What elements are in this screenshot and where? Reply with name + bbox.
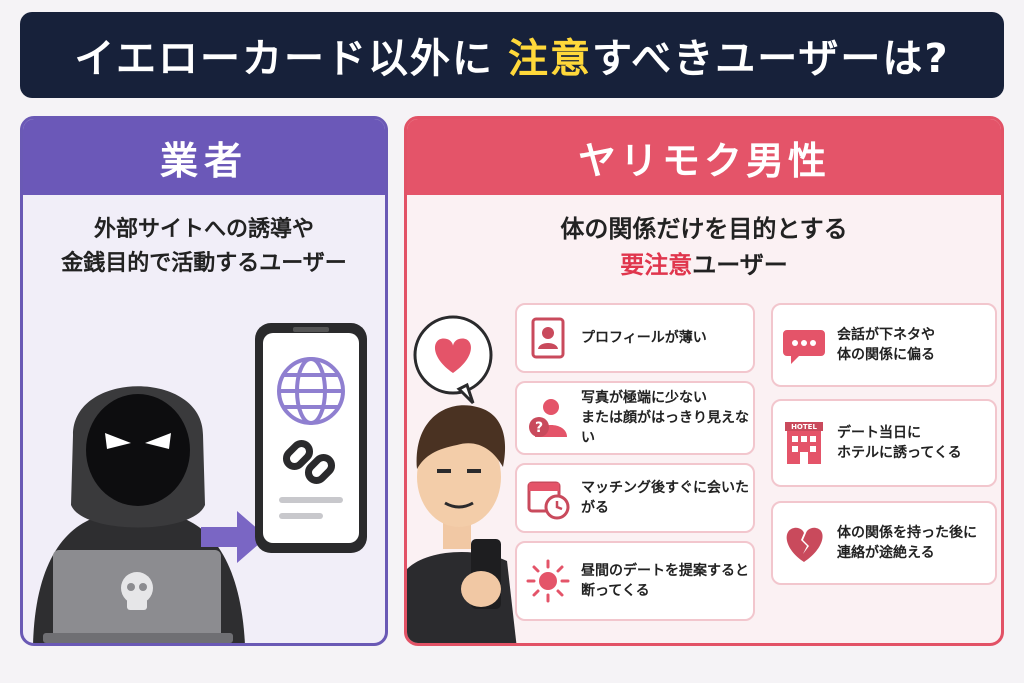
left-description: 外部サイトへの誘導や 金銭目的で活動するユーザー [23, 213, 385, 281]
hotel-icon: HOTEL [785, 422, 823, 464]
warning-card: ? 写真が極端に少ない または顔がはっきり見えない [515, 381, 755, 455]
title-highlight: 注意 [508, 36, 592, 82]
card-text-line2: ホテルに誘ってくる [837, 445, 962, 461]
card-text-line1: 写真が極端に少ない [581, 389, 707, 406]
right-heading: ヤリモク男性 [407, 119, 1001, 195]
card-text-line2: または顔がはっきり見えない [581, 409, 749, 447]
warning-card: 会話が下ネタや 体の関係に偏る [771, 303, 997, 387]
calendar-clock-icon [527, 481, 570, 520]
title-part2: すべきユーザーは? [592, 36, 950, 82]
card-text-line2: 断ってくる [581, 583, 650, 599]
warning-card: 体の関係を持った後に 連絡が途絶える [771, 501, 997, 585]
broken-heart-icon [786, 527, 823, 562]
right-desc-line2: 要注意ユーザー [407, 247, 1001, 283]
card-text-line1: 体の関係を持った後に [837, 524, 977, 541]
left-panel-scammer: 業者 外部サイトへの誘導や 金銭目的で活動するユーザー [20, 116, 388, 646]
card-text-line2: 体の関係に偏る [837, 347, 935, 363]
man-with-phone-illustration [407, 315, 517, 643]
card-text-line1: 昼間のデートを提案すると [581, 562, 749, 579]
card-text-line2: 連絡が途絶える [837, 545, 935, 561]
warning-card: プロフィールが薄い [515, 303, 755, 373]
man-icon [407, 405, 517, 643]
right-description: 体の関係だけを目的とする 要注意ユーザー [407, 211, 1001, 283]
right-desc-line2-rest: ユーザー [692, 251, 788, 279]
hotel-sign: HOTEL [791, 423, 817, 431]
card-text-line1: デート当日に [837, 424, 921, 441]
left-desc-line2: 金銭目的で活動するユーザー [61, 251, 347, 277]
left-heading: 業者 [23, 119, 385, 195]
speech-bubble-icon [783, 330, 825, 364]
left-desc-line1: 外部サイトへの誘導や [93, 217, 314, 242]
unknown-person-icon: ? [529, 399, 567, 437]
svg-text:?: ? [535, 420, 543, 436]
right-desc-line1: 体の関係だけを目的とする [560, 215, 848, 243]
placeholder-line [279, 513, 323, 519]
sun-icon [526, 559, 570, 603]
warning-cards: プロフィールが薄い ? 写真が極端に少ない または顔がはっきり見えない [407, 119, 1001, 643]
skull-icon [121, 572, 153, 610]
title-part1: イエローカード以外に [74, 36, 494, 82]
arrow-right-icon [201, 511, 267, 563]
scammer-illustration [33, 323, 367, 643]
card-text-line1: 会話が下ネタや [837, 326, 935, 343]
warning-card: マッチング後すぐに会いたがる [515, 463, 755, 533]
title-banner: イエローカード以外に 注意 すべきユーザーは? [20, 12, 1004, 98]
link-chain-icon [282, 439, 336, 485]
placeholder-line [279, 497, 343, 503]
card-text-line1: プロフィールが薄い [581, 329, 707, 346]
globe-icon [277, 357, 345, 425]
right-panel-casual-men: ヤリモク男性 体の関係だけを目的とする 要注意ユーザー [404, 116, 1004, 646]
profile-document-icon [531, 317, 565, 359]
smartphone-icon [255, 323, 367, 553]
warning-card: HOTEL デート当日に ホテルに誘ってくる [771, 399, 997, 487]
card-text-line1: マッチング後すぐに会いたがる [581, 479, 749, 516]
warning-label: 要注意 [620, 251, 693, 279]
warning-card: 昼間のデートを提案すると 断ってくる [515, 541, 755, 621]
heart-speech-bubble-icon [413, 315, 493, 405]
